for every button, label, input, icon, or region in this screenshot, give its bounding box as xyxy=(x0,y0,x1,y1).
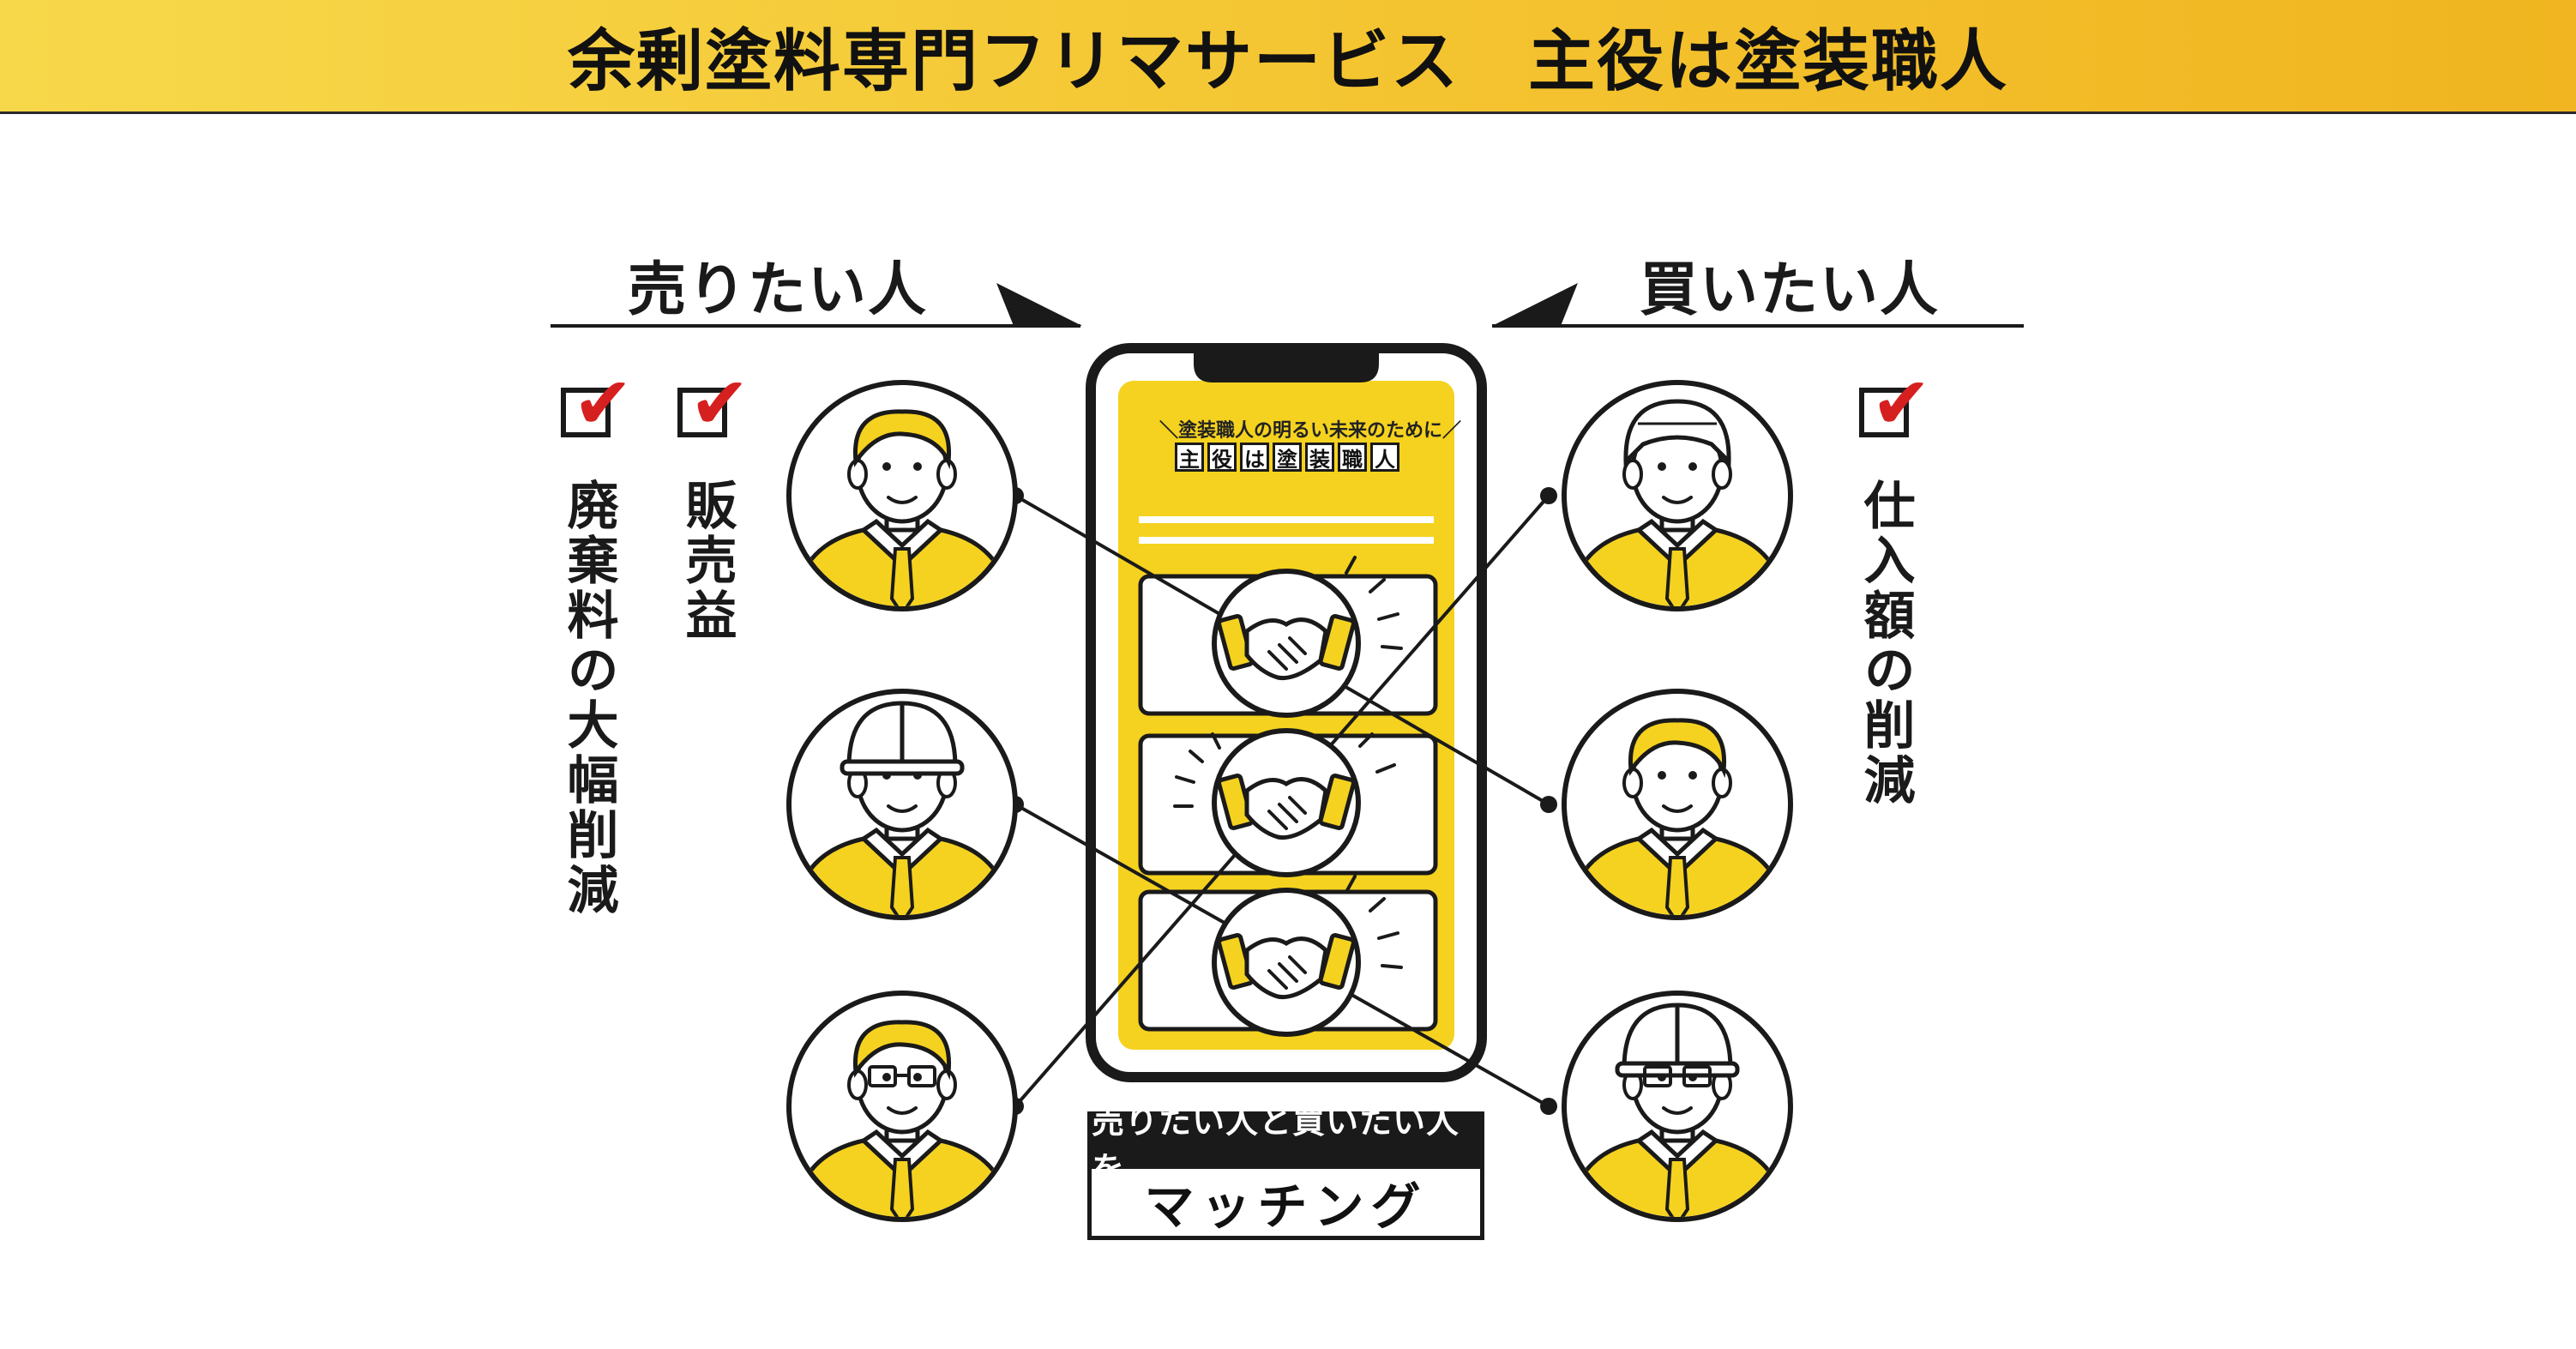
seller-avatar-1 xyxy=(789,382,1015,616)
seller-avatar-2 xyxy=(789,691,1015,924)
checkbox-icon: ✔ xyxy=(561,367,633,439)
phone-title-char: 役 xyxy=(1207,443,1237,472)
buyer-header-line xyxy=(1492,283,2024,328)
seller-header-line xyxy=(551,283,1082,328)
arrow-pointer-icon xyxy=(996,283,1082,326)
check-mark-icon: ✔ xyxy=(1871,361,1932,445)
seller-label: 売りたい人 xyxy=(628,256,929,324)
seller-benefit-sales: 販売益 xyxy=(677,479,737,643)
buyer-benefit-cost: 仕入額の削減 xyxy=(1855,479,1915,808)
phone-title-char: 塗 xyxy=(1273,443,1302,472)
phone-notch xyxy=(1194,350,1379,382)
phone-title-char: 職 xyxy=(1338,443,1367,472)
buyer-avatar-1 xyxy=(1564,382,1791,616)
checkbox-icon: ✔ xyxy=(677,367,749,439)
phone-title-char: 人 xyxy=(1370,443,1399,472)
check-mark-icon: ✔ xyxy=(689,361,750,445)
checkbox-icon: ✔ xyxy=(1859,367,1931,439)
matching-box: 売りたい人と買いたい人を マッチング xyxy=(1087,1103,1484,1240)
handshake-icon xyxy=(1173,731,1396,875)
header-banner: 余剰塗料専門フリマサービス 主役は塗装職人 xyxy=(0,0,2576,114)
handshake-icon xyxy=(1214,875,1403,1034)
matching-label: マッチング xyxy=(1144,1177,1428,1236)
handshake-icon xyxy=(1214,556,1403,715)
matching-caption: 売りたい人と買いたい人を xyxy=(1092,1103,1480,1188)
phone-title: 主 役 は 塗 装 職 人 xyxy=(1175,443,1399,472)
seller-benefit-disposal: 廃棄料の大幅削減 xyxy=(558,479,618,918)
seller-avatar-3 xyxy=(789,993,1015,1226)
arrow-pointer-icon xyxy=(1492,283,1578,326)
phone-tagline: ＼塗装職人の明るい未来のために／ xyxy=(1159,420,1462,442)
page-title: 余剰塗料専門フリマサービス 主役は塗装職人 xyxy=(567,23,2008,100)
phone-title-char: 装 xyxy=(1305,443,1334,472)
phone-tagline-text: 塗装職人の明るい未来のために xyxy=(1178,420,1443,442)
phone-title-char: 主 xyxy=(1175,443,1204,472)
phone-title-char: は xyxy=(1240,443,1269,472)
buyer-avatar-3 xyxy=(1564,993,1791,1226)
check-mark-icon: ✔ xyxy=(573,361,634,445)
buyer-label: 買いたい人 xyxy=(1640,256,1941,324)
buyer-avatar-2 xyxy=(1564,691,1791,924)
